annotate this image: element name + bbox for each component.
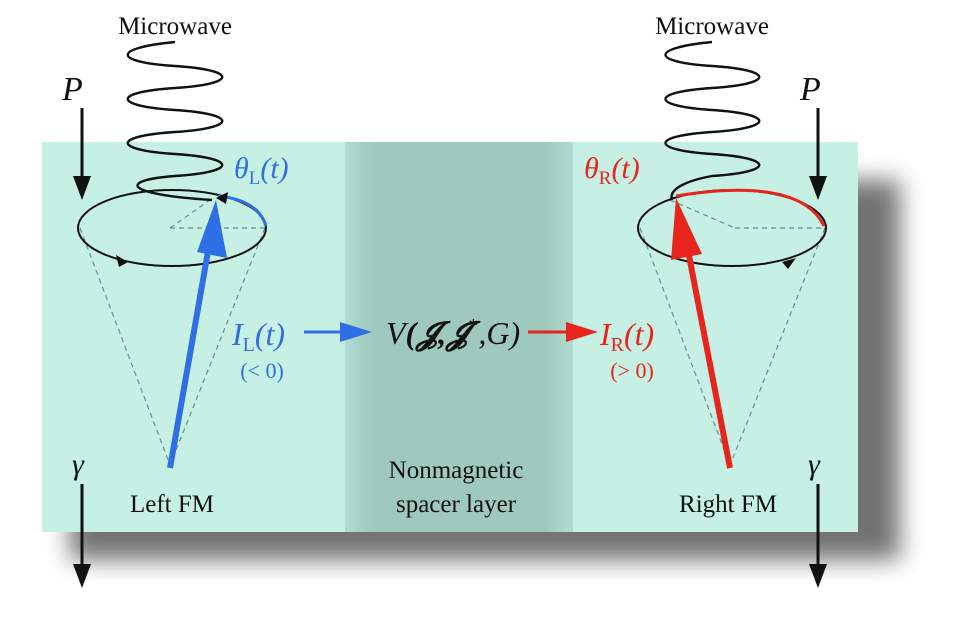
microwave-right-label: Microwave bbox=[655, 13, 769, 40]
left-fm-layer bbox=[42, 142, 360, 532]
spacer-label-line1: Nonmagnetic bbox=[389, 457, 524, 484]
theta-right-label: θR(t) bbox=[584, 152, 640, 189]
current-right-sign: (> 0) bbox=[610, 358, 654, 383]
left-precession-orbit bbox=[77, 189, 267, 267]
left-orbit-arrow-icon bbox=[116, 255, 128, 267]
pump-left-arrowhead-icon bbox=[73, 176, 91, 200]
pump-left-label: P bbox=[61, 71, 83, 108]
damping-left-arrowhead-icon bbox=[73, 564, 91, 588]
current-left-arrowhead-icon bbox=[340, 322, 372, 342]
right-cone bbox=[639, 199, 826, 466]
theta-left-label: θL(t) bbox=[234, 152, 289, 189]
left-fm-label: Left FM bbox=[130, 491, 214, 518]
pump-right-arrowhead-icon bbox=[809, 176, 827, 200]
pump-right-label: P bbox=[799, 71, 821, 108]
microwave-left-label: Microwave bbox=[118, 13, 232, 40]
right-magnetization-arrow bbox=[683, 239, 733, 469]
left-magnetization-arrow bbox=[167, 239, 213, 469]
current-left-label: IL(t) bbox=[231, 316, 285, 356]
voltage-label: V(𝓙,𝓙*,G) bbox=[386, 315, 520, 352]
theta-right-arc bbox=[675, 188, 826, 227]
right-fm-label: Right FM bbox=[679, 491, 777, 518]
damping-left-label: γ bbox=[72, 448, 85, 481]
right-microwave-coil bbox=[664, 40, 761, 201]
damping-right-arrowhead-icon bbox=[809, 564, 827, 588]
right-orbit-arrow-icon bbox=[782, 258, 796, 269]
current-right-label: IR(t) bbox=[599, 316, 654, 356]
right-magnetization-arrowhead-icon bbox=[671, 198, 702, 260]
current-right-arrowhead-icon bbox=[566, 322, 598, 342]
theta-left-arc-arrow-icon bbox=[216, 192, 228, 204]
spacer-layer bbox=[345, 142, 573, 532]
left-magnetization-arrowhead-icon bbox=[197, 200, 227, 258]
left-microwave-coil bbox=[126, 40, 224, 202]
damping-right-label: γ bbox=[808, 448, 821, 481]
spacer-label-line2: spacer layer bbox=[396, 491, 517, 518]
current-left-sign: (< 0) bbox=[240, 358, 284, 383]
